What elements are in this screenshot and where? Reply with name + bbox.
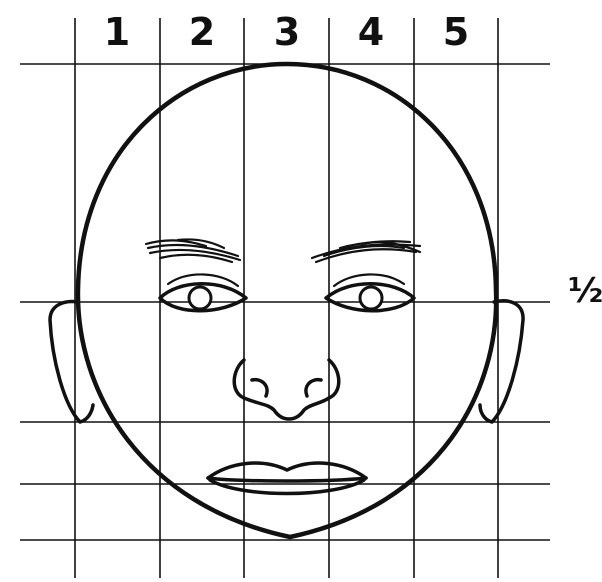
head-outline xyxy=(78,64,496,537)
half-label: ½ xyxy=(568,271,602,311)
column-label-3: 3 xyxy=(274,10,300,54)
right-pupil xyxy=(360,287,382,309)
column-label-5: 5 xyxy=(443,10,469,54)
column-label-4: 4 xyxy=(358,10,384,54)
column-label-2: 2 xyxy=(189,10,215,54)
left-pupil xyxy=(189,287,211,309)
column-label-1: 1 xyxy=(104,10,130,54)
